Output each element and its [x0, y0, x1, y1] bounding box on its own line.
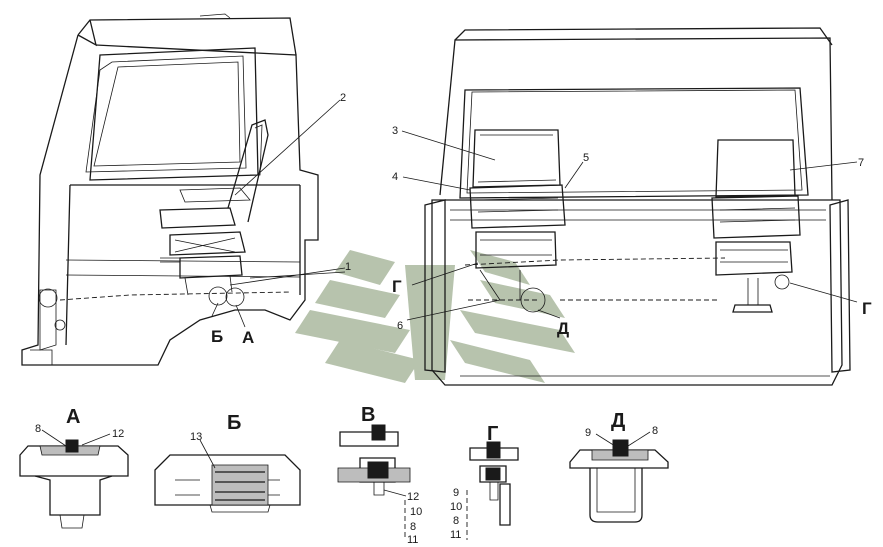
detail-b-num-13: 13 — [190, 431, 202, 443]
detail-g-num-11: 11 — [450, 529, 461, 541]
detail-v-num-11: 11 — [407, 534, 418, 546]
detail-g-num-9: 9 — [453, 487, 459, 499]
detail-a-title: А — [66, 406, 80, 428]
cab-rear-view — [424, 27, 851, 386]
detail-b — [154, 439, 301, 513]
detail-a-num-12: 12 — [112, 428, 124, 440]
callout-7: 7 — [858, 157, 864, 169]
detail-g-title: Г — [487, 423, 498, 445]
callout-4: 4 — [392, 171, 398, 183]
detail-d-title: Д — [611, 410, 625, 432]
view-letter-g-left: Г — [392, 277, 402, 296]
cab-side-view — [21, 13, 319, 366]
leader-lines — [211, 99, 858, 328]
detail-v-title: В — [361, 404, 375, 426]
watermark-logo — [295, 250, 575, 383]
view-letter-d: Д — [557, 319, 569, 338]
callout-6: 6 — [397, 320, 403, 332]
detail-b-title: Б — [227, 412, 241, 434]
detail-d-num-9: 9 — [585, 427, 591, 439]
detail-v-num-12: 12 — [407, 491, 419, 503]
callout-1: 1 — [345, 261, 351, 273]
view-letter-g-right: Г — [862, 299, 872, 318]
detail-g — [466, 441, 519, 540]
detail-a — [19, 429, 129, 529]
detail-v-num-10: 10 — [410, 506, 422, 518]
detail-d — [569, 431, 669, 523]
callout-5: 5 — [583, 152, 589, 164]
detail-g-num-8: 8 — [453, 515, 459, 527]
detail-a-num-8: 8 — [35, 423, 41, 435]
detail-v-num-8: 8 — [410, 521, 416, 533]
detail-v — [337, 424, 411, 540]
callout-3: 3 — [392, 125, 398, 137]
view-letter-b: Б — [211, 327, 223, 346]
detail-d-num-8: 8 — [652, 425, 658, 437]
detail-g-num-10: 10 — [450, 501, 462, 513]
callout-2: 2 — [340, 92, 346, 104]
view-letter-a: А — [242, 328, 254, 347]
